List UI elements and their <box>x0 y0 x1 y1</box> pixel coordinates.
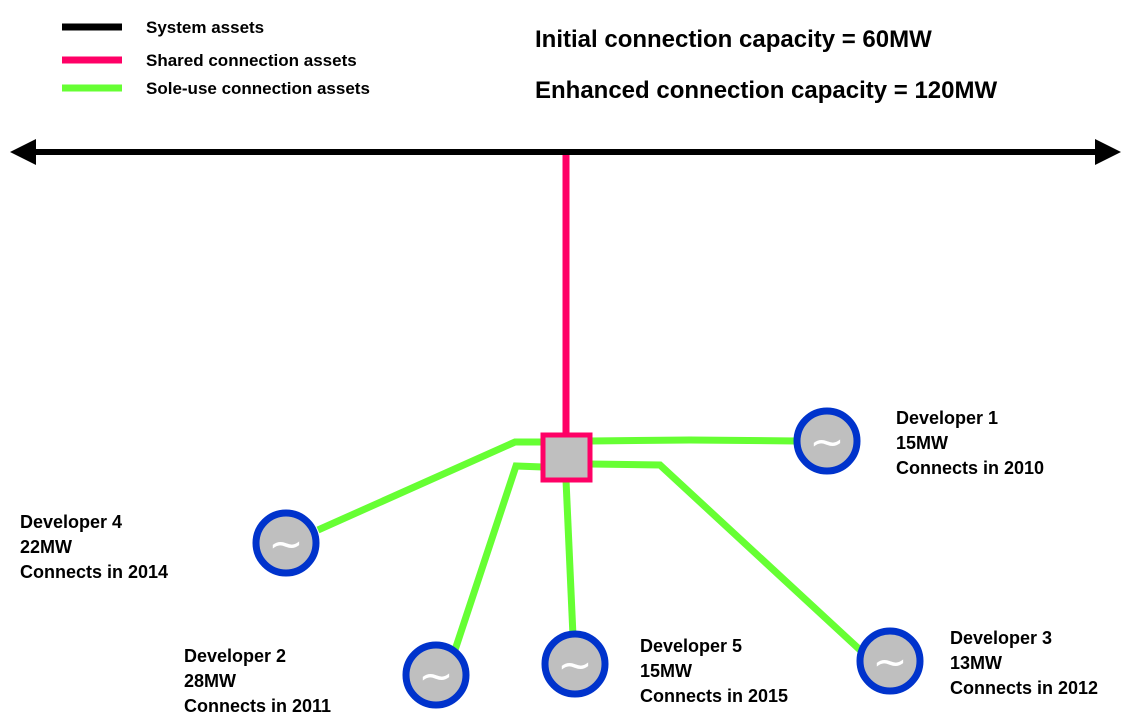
generator-icon <box>402 641 470 709</box>
developer-2-label: Developer 2 28MW Connects in 2011 <box>184 646 331 716</box>
developer-capacity: 22MW <box>20 537 72 557</box>
developer-name: Developer 1 <box>896 408 998 428</box>
developer-connection-year: Connects in 2014 <box>20 562 168 582</box>
developer-name: Developer 5 <box>640 636 742 656</box>
left-arrowhead-icon <box>10 139 36 165</box>
sole-use-line-developer-3 <box>589 460 875 664</box>
developer-name: Developer 3 <box>950 628 1052 648</box>
sole-use-connection-lines <box>316 436 875 664</box>
developer-capacity: 15MW <box>640 661 692 681</box>
legend: System assets Shared connection assets S… <box>62 18 370 98</box>
generator-symbol-icon: ~ <box>809 417 844 466</box>
developer-capacity: 13MW <box>950 653 1002 673</box>
developer-connection-year: Connects in 2012 <box>950 678 1098 698</box>
generator-symbol-icon: ~ <box>268 519 303 568</box>
generator-developer-1: ~ <box>793 407 861 475</box>
legend-label-shared-connection-assets: Shared connection assets <box>146 51 357 70</box>
legend-label-system-assets: System assets <box>146 18 264 37</box>
substation-node <box>540 432 593 483</box>
sole-use-line-developer-2 <box>451 462 544 652</box>
initial-capacity-text: Initial connection capacity = 60MW <box>535 26 932 53</box>
system-assets-busbar <box>10 139 1121 165</box>
developer-4-label: Developer 4 22MW Connects in 2014 <box>20 512 168 582</box>
sole-use-line-developer-4 <box>316 438 543 534</box>
generator-icon <box>856 627 924 695</box>
developer-1-label: Developer 1 15MW Connects in 2010 <box>896 408 1044 478</box>
generator-developer-2: ~ <box>402 641 470 709</box>
developer-connection-year: Connects in 2010 <box>896 458 1044 478</box>
enhanced-capacity-text: Enhanced connection capacity = 120MW <box>535 77 997 104</box>
developer-name: Developer 4 <box>20 512 122 532</box>
generator-symbol-icon: ~ <box>557 640 592 689</box>
generator-icon <box>793 407 861 475</box>
generator-icon <box>541 630 609 698</box>
developer-5-label: Developer 5 15MW Connects in 2015 <box>640 636 788 706</box>
sole-use-line-developer-5 <box>562 479 577 637</box>
generator-icon <box>252 509 320 577</box>
developer-capacity: 28MW <box>184 671 236 691</box>
developer-capacity: 15MW <box>896 433 948 453</box>
developer-name: Developer 2 <box>184 646 286 666</box>
generator-developer-3: ~ <box>856 627 924 695</box>
developer-connection-year: Connects in 2015 <box>640 686 788 706</box>
sole-use-line-developer-1 <box>589 436 798 445</box>
developer-3-label: Developer 3 13MW Connects in 2012 <box>950 628 1098 698</box>
generator-developer-4: ~ <box>252 509 320 577</box>
developer-connection-year: Connects in 2011 <box>184 696 331 716</box>
generator-symbol-icon: ~ <box>418 651 453 700</box>
right-arrowhead-icon <box>1095 139 1121 165</box>
generator-developer-5: ~ <box>541 630 609 698</box>
legend-label-sole-use-connection-assets: Sole-use connection assets <box>146 79 370 98</box>
generator-symbol-icon: ~ <box>872 637 907 686</box>
